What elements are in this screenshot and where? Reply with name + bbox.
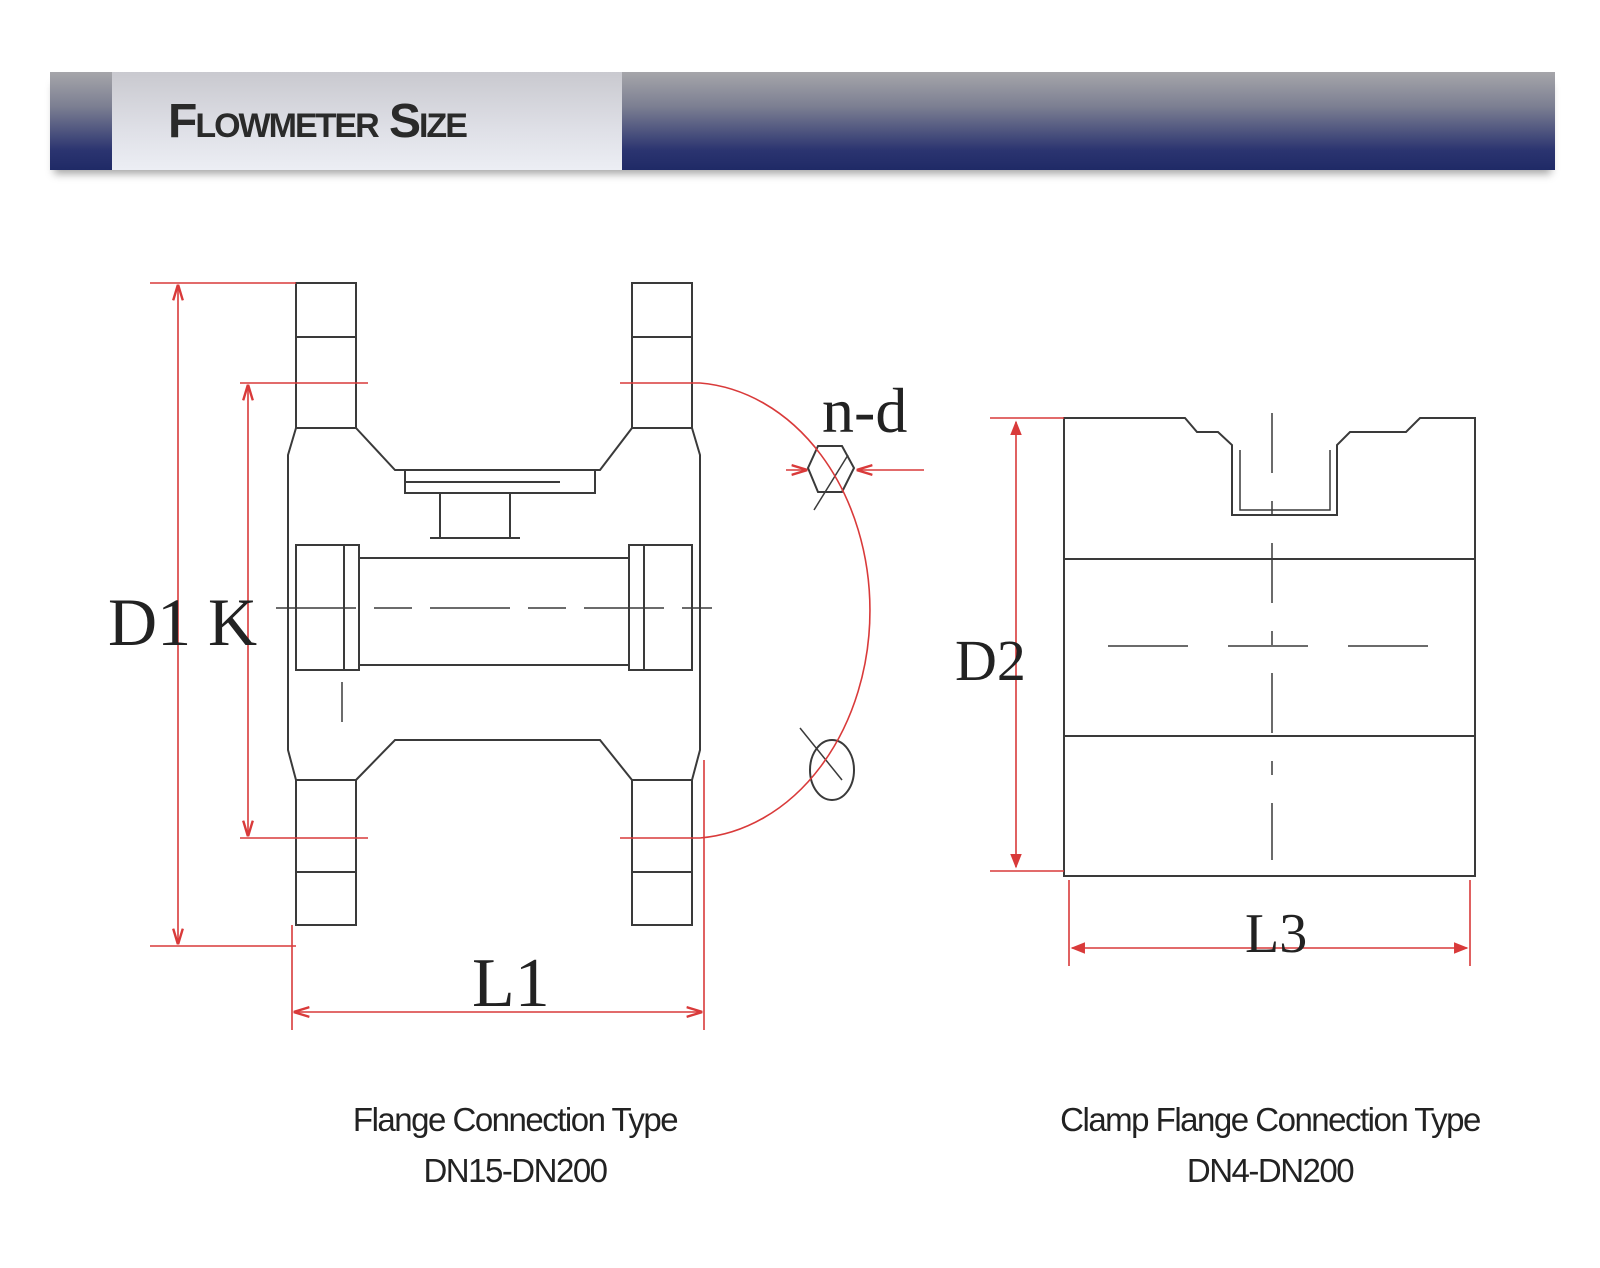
k-label: K [208, 584, 257, 660]
page-title: Flowmeter Size [168, 95, 468, 148]
bolt-circle-arc [699, 382, 871, 839]
right-flange-top [631, 282, 693, 429]
d2-label: D2 [955, 628, 1026, 693]
header-title-tab: Flowmeter Size [112, 72, 622, 170]
clamp-body-outline [1063, 417, 1476, 877]
clamp-caption: Clamp Flange Connection Type DN4-DN200 [1045, 1094, 1495, 1196]
clamp-caption-type: Clamp Flange Connection Type [1060, 1101, 1481, 1138]
right-flange-bottom [631, 779, 693, 926]
nd-label: n-d [822, 375, 907, 446]
bolt-hole-top [806, 445, 856, 493]
clamp-meter-drawing [1063, 413, 1476, 877]
header-banner: Flowmeter Size [50, 72, 1555, 170]
l3-label: L3 [1245, 903, 1307, 965]
d1-label: D1 [108, 584, 191, 660]
flange-caption-range: DN15-DN200 [423, 1152, 608, 1190]
left-flange-bottom [295, 779, 357, 926]
left-flange-top [295, 282, 357, 429]
clamp-caption-range: DN4-DN200 [1186, 1152, 1355, 1190]
flange-meter-drawing [276, 282, 856, 926]
l1-label: L1 [472, 945, 550, 1022]
flange-caption: Flange Connection Type DN15-DN200 [330, 1094, 700, 1196]
flange-dimensions [150, 282, 924, 1030]
clamp-dimensions [990, 417, 1471, 966]
flange-caption-type: Flange Connection Type [352, 1101, 679, 1138]
bolt-hole-bottom [809, 739, 855, 801]
